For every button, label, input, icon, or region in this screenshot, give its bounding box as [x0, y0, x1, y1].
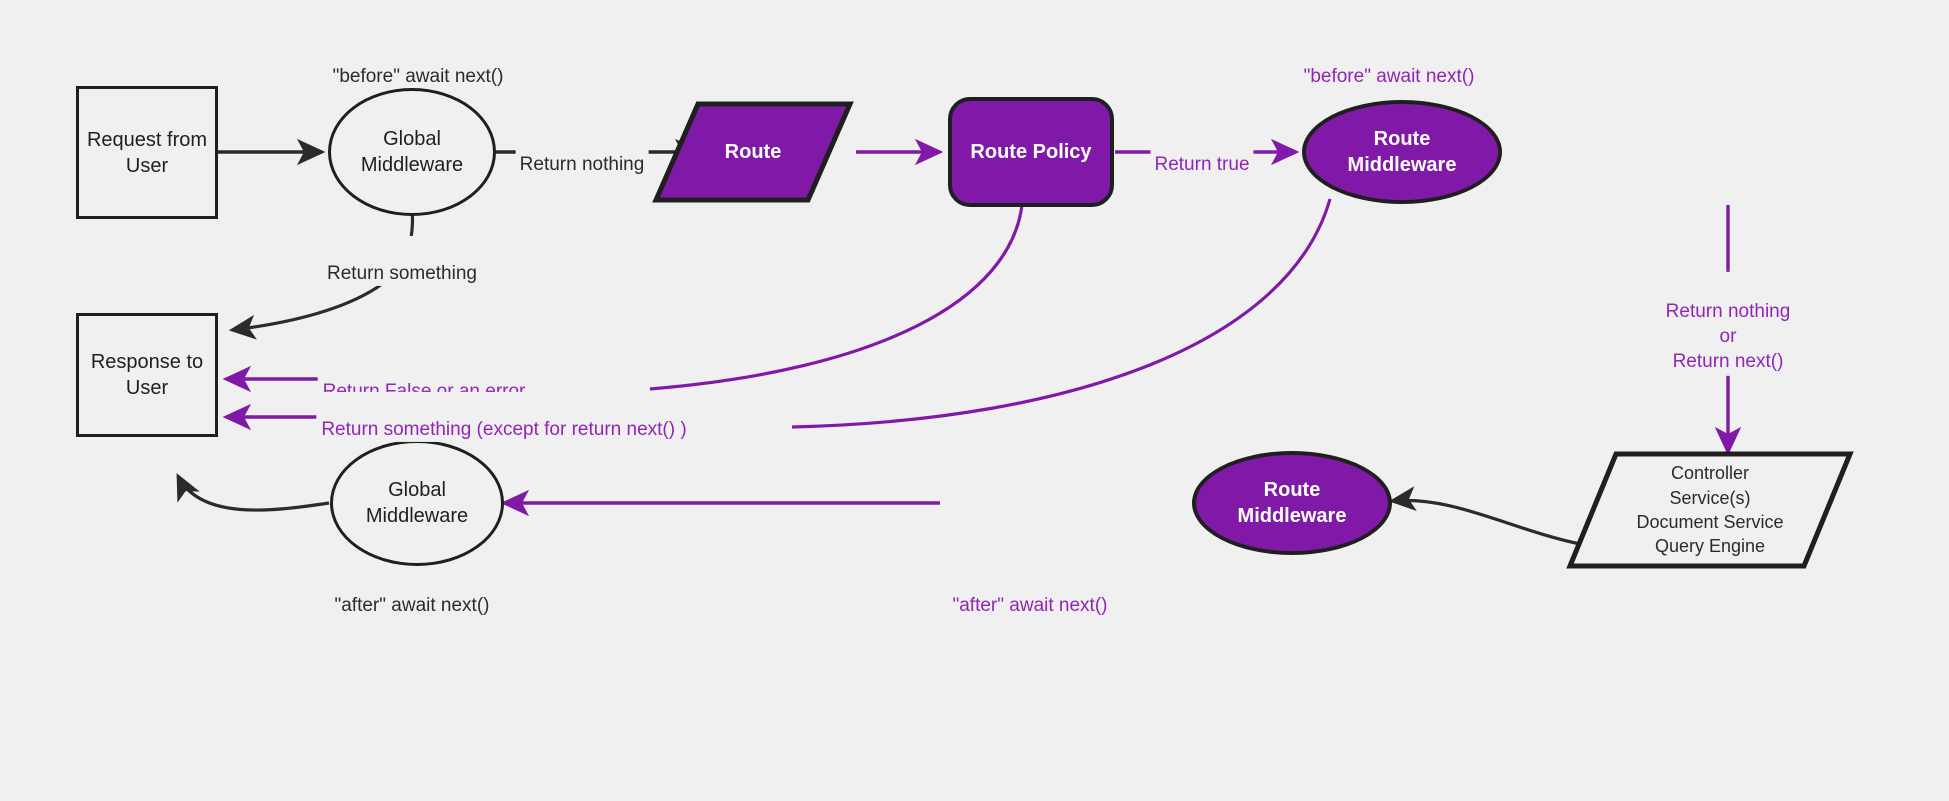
node-global-middleware-top-label: Global Middleware [360, 128, 464, 176]
node-request-from-user[interactable]: Request from User [76, 86, 218, 219]
node-request-from-user-label: Request from User [86, 128, 208, 177]
annotation-before-await-next-route: "before" await next() [1303, 66, 1475, 87]
node-route-middleware-bottom[interactable]: Route Middleware [1192, 451, 1392, 555]
node-route-middleware-top-label: Route Middleware [1347, 128, 1457, 176]
edge-label-return-nothing-or-next: Return nothing or Return next() [1659, 271, 1797, 377]
node-controller-stack[interactable]: Controller Service(s) Document Service Q… [1566, 450, 1854, 570]
route-parallelogram-shape [652, 101, 854, 203]
node-response-to-user[interactable]: Response to User [76, 313, 218, 437]
node-route-policy-label: Route Policy [970, 141, 1092, 163]
node-global-middleware-top[interactable]: Global Middleware [328, 88, 496, 216]
node-global-middleware-bottom[interactable]: Global Middleware [330, 440, 504, 566]
edge-controller-to-route-middleware-bottom [1388, 486, 1581, 546]
annotation-before-await-next-global: "before" await next() [332, 66, 504, 87]
controller-parallelogram-shape [1566, 451, 1854, 569]
node-controller-stack-label: Controller Service(s) Document Service Q… [1636, 463, 1784, 557]
node-route-policy[interactable]: Route Policy [948, 97, 1114, 207]
edge-global-middleware-bottom-to-response [176, 473, 330, 512]
edge-label-return-something: Return something [323, 235, 481, 287]
annotation-after-await-next-route: "after" await next() [952, 595, 1108, 616]
edge-label-return-true: Return true [1150, 126, 1254, 178]
edge-label-return-nothing: Return nothing [515, 126, 649, 178]
node-global-middleware-bottom-label: Global Middleware [365, 479, 469, 527]
node-route[interactable]: Route [652, 100, 854, 204]
node-route-middleware-bottom-label: Route Middleware [1237, 479, 1347, 527]
edge-label-return-something-except-next: Return something (except for return next… [316, 391, 692, 443]
annotation-after-await-next-global: "after" await next() [334, 595, 490, 616]
edge-route-middleware-return-something [791, 198, 1332, 429]
node-response-to-user-label: Response to User [90, 351, 204, 399]
node-route-middleware-top[interactable]: Route Middleware [1302, 100, 1502, 204]
node-route-label: Route [724, 140, 782, 163]
edge-route-policy-return-false [649, 204, 1024, 391]
